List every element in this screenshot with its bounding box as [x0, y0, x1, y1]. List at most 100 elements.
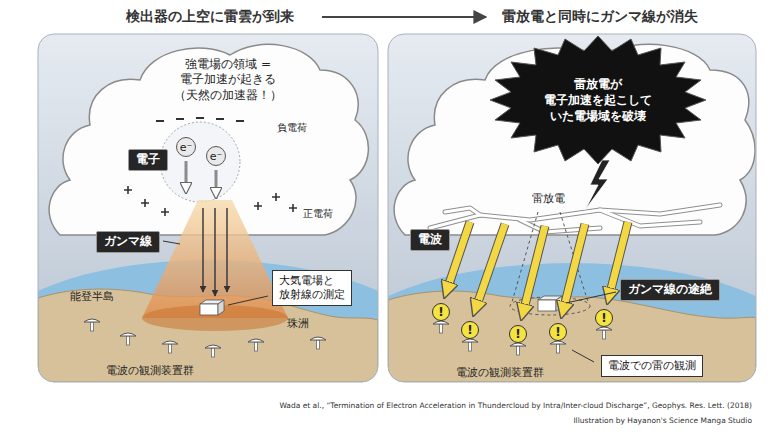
node-text: 電子 — [136, 152, 160, 168]
detector — [200, 300, 224, 315]
node-text: ガンマ線の途絶 — [628, 282, 712, 298]
alert-mark: ! — [461, 321, 479, 339]
radio-stations — [462, 339, 478, 351]
discharge-burst: 雷放電が 電子加速を起こして いた電場域を破壊 — [490, 36, 706, 164]
burst-shape — [490, 36, 706, 164]
plus-signs — [289, 204, 297, 212]
panel-heading: 検出器の上空に雷雲が到来 — [126, 8, 294, 26]
minus-signs — [156, 120, 164, 122]
electron-arrows — [215, 170, 218, 197]
panel-heading: 雷放電と同時にガンマ線が消失 — [502, 8, 698, 26]
radio-stations — [120, 333, 136, 345]
minus-signs — [176, 118, 184, 120]
label-box: 電波 — [410, 229, 450, 251]
minus-signs — [216, 118, 224, 120]
header-arrow — [322, 17, 486, 18]
radio-wave-arrows — [448, 222, 470, 287]
panel-border — [38, 34, 378, 382]
radio-stations — [596, 327, 612, 339]
alert-mark: ! — [509, 325, 527, 343]
place-name: 珠洲 — [287, 316, 309, 331]
citation-caption: Wada et al., “Termination of Electron Ac… — [279, 401, 752, 410]
vanished-cone — [510, 212, 590, 315]
node-text: ! — [555, 326, 560, 338]
radio-wave-arrows — [477, 224, 505, 305]
leader-line — [163, 241, 268, 305]
group-label: 電波の観測装置群 — [106, 363, 194, 378]
radio-stations — [205, 345, 221, 357]
plus-signs — [272, 193, 280, 201]
gamma-rays — [203, 208, 227, 296]
leader-line — [228, 296, 268, 305]
radio-wave-arrows — [524, 226, 545, 309]
minus-signs — [196, 117, 204, 119]
node-text: 電波での雷の観測 — [608, 359, 696, 373]
radio-wave-arrows — [448, 222, 628, 309]
node-text: e⁻ — [180, 142, 193, 153]
radio-stations — [84, 319, 100, 331]
discharge-streaks — [445, 208, 480, 215]
node-text: ガンマ線 — [104, 234, 152, 250]
node-text: ! — [601, 312, 606, 324]
electron-circle: e⁻ — [206, 146, 226, 166]
discharge-label: 雷放電 — [532, 191, 565, 206]
radio-wave-arrows — [477, 224, 505, 305]
charge-label: 負電荷 — [277, 121, 307, 135]
charge-label: 正電荷 — [303, 207, 333, 221]
radio-stations — [433, 321, 449, 333]
plus-signs — [254, 202, 262, 210]
place-name: 能登半島 — [70, 289, 114, 304]
left-panel — [38, 34, 378, 382]
node-text: ! — [467, 324, 472, 336]
note-box: 電波での雷の観測 — [601, 355, 703, 377]
label-box: ガンマ線の途絶 — [620, 279, 720, 301]
right-panel — [388, 34, 756, 382]
node-text: 雷放電が 電子加速を起こして いた電場域を破壊 — [544, 76, 652, 125]
radio-stations — [550, 341, 566, 353]
radio-stations — [433, 321, 612, 355]
leader-line — [566, 292, 616, 303]
electron-arrows — [185, 161, 188, 192]
minus-signs — [236, 120, 244, 122]
radio-stations — [310, 337, 326, 349]
plus-signs — [124, 186, 132, 194]
electron-circle: e⁻ — [176, 137, 196, 157]
radio-stations — [248, 339, 264, 351]
gamma-cone — [142, 200, 288, 318]
radio-stations — [510, 343, 526, 355]
detector — [538, 296, 562, 311]
electron-arrows — [186, 161, 216, 197]
discharge-streaks — [430, 205, 720, 232]
credit-text: Illustration by Hayanon's Science Manga … — [573, 416, 752, 425]
header-arrow — [322, 16, 486, 18]
radio-stations — [162, 341, 178, 353]
gamma-rays — [202, 208, 203, 292]
gamma-rays — [226, 208, 227, 292]
label-box: 電子 — [128, 149, 168, 171]
node-text: ! — [515, 328, 520, 340]
alert-mark: ! — [595, 309, 613, 327]
leader-line — [163, 241, 180, 244]
alert-mark: ! — [549, 323, 567, 341]
lightning-bolt — [585, 160, 610, 210]
discharge-streaks — [430, 205, 720, 232]
node-text: 電波 — [418, 232, 442, 248]
panel-border — [388, 34, 756, 382]
plus-signs — [161, 208, 169, 216]
radio-wave-arrows — [564, 224, 585, 307]
node-text: e⁻ — [210, 151, 223, 162]
right-panel — [388, 34, 756, 382]
right-panel — [388, 291, 756, 382]
radio-wave-arrows — [524, 226, 545, 309]
radio-wave-arrows — [448, 222, 628, 309]
plus-signs — [141, 199, 149, 207]
minus-signs — [156, 118, 244, 121]
label-box: ガンマ線 — [96, 231, 160, 253]
field-zone — [160, 122, 240, 202]
radio-wave-arrows — [448, 222, 470, 287]
left-panel — [38, 34, 378, 382]
discharge-streaks — [430, 205, 720, 232]
discharge-streaks — [445, 208, 480, 215]
discharge-streaks — [600, 210, 700, 226]
